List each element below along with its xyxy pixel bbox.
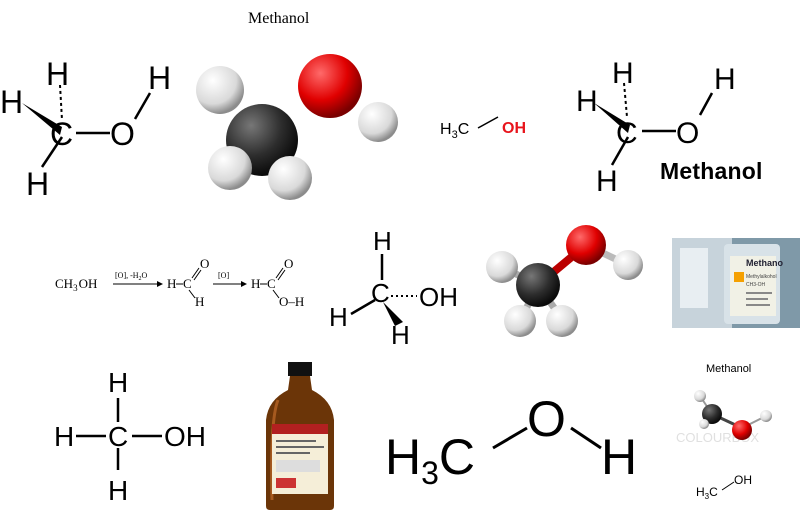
- svg-text:Methano: Methano: [746, 258, 784, 268]
- svg-text:H: H: [329, 302, 348, 332]
- svg-text:[O], -H2O: [O], -H2O: [115, 271, 148, 282]
- svg-text:Methylalkohol: Methylalkohol: [746, 274, 777, 280]
- atom-h: H: [46, 56, 69, 92]
- structure-large-h3c-o-h: H3C O H: [385, 390, 655, 500]
- svg-text:C: C: [616, 117, 638, 150]
- structure-wedge-3: H C OH H H: [325, 222, 475, 347]
- title-methanol-bold: Methanol: [660, 158, 763, 184]
- svg-text:H: H: [391, 320, 410, 347]
- structure-expanded: H H C OH H: [50, 360, 230, 510]
- svg-text:H: H: [251, 276, 260, 291]
- structure-wedge-2: H H C O H H: [572, 55, 772, 195]
- svg-text:H: H: [373, 226, 392, 256]
- svg-text:C: C: [371, 278, 390, 308]
- svg-text:H: H: [714, 63, 736, 96]
- svg-text:OH: OH: [734, 473, 752, 487]
- svg-text:O: O: [527, 391, 566, 447]
- small-model-with-formula: COLOURBOX H3C OH: [670, 378, 800, 508]
- svg-text:O–H: O–H: [279, 294, 304, 309]
- title-methanol-top: Methanol: [248, 10, 310, 27]
- svg-text:CH3OH: CH3OH: [55, 276, 97, 293]
- svg-text:H: H: [612, 57, 634, 90]
- svg-text:C: C: [108, 421, 128, 452]
- condensed-formula-small: H3C OH: [440, 112, 550, 142]
- structure-wedge-1: H H C O H H: [0, 55, 180, 205]
- ball-and-stick-model-1: [190, 50, 420, 200]
- svg-text:OH: OH: [164, 421, 206, 452]
- atom-h: H: [148, 60, 171, 96]
- svg-text:OH: OH: [502, 120, 526, 137]
- ball-and-stick-model-2: [480, 215, 660, 345]
- svg-text:H: H: [195, 294, 204, 309]
- svg-text:[O]: [O]: [218, 271, 229, 280]
- svg-text:H: H: [167, 276, 176, 291]
- wedge-bond: [22, 103, 62, 135]
- amber-reagent-bottle: [260, 360, 340, 510]
- svg-text:H: H: [54, 421, 74, 452]
- title-methanol-small: Methanol: [706, 363, 752, 375]
- svg-text:C: C: [267, 276, 276, 291]
- svg-text:H3C: H3C: [385, 429, 475, 491]
- svg-text:H: H: [596, 165, 618, 195]
- svg-text:O: O: [676, 117, 699, 150]
- oxidation-reaction-scheme: CH3OH [O], -H2O H C O H [O] H C O O–H: [55, 250, 325, 310]
- methanol-vial-photo: Methano Methylalkohol CH3-OH: [672, 238, 800, 328]
- atom-h: H: [0, 84, 23, 120]
- atom-c: C: [50, 116, 73, 152]
- svg-text:H: H: [108, 367, 128, 398]
- svg-text:OH: OH: [419, 282, 458, 312]
- svg-text:H: H: [601, 429, 637, 485]
- svg-text:H3C: H3C: [696, 485, 718, 501]
- svg-text:H3C: H3C: [440, 121, 469, 141]
- atom-h: H: [26, 166, 49, 202]
- svg-text:H: H: [576, 85, 598, 118]
- atom-o: O: [110, 116, 135, 152]
- svg-text:CH3-OH: CH3-OH: [746, 282, 766, 288]
- svg-text:O: O: [200, 256, 209, 271]
- svg-text:O: O: [284, 256, 293, 271]
- svg-text:C: C: [183, 276, 192, 291]
- svg-text:H: H: [108, 475, 128, 506]
